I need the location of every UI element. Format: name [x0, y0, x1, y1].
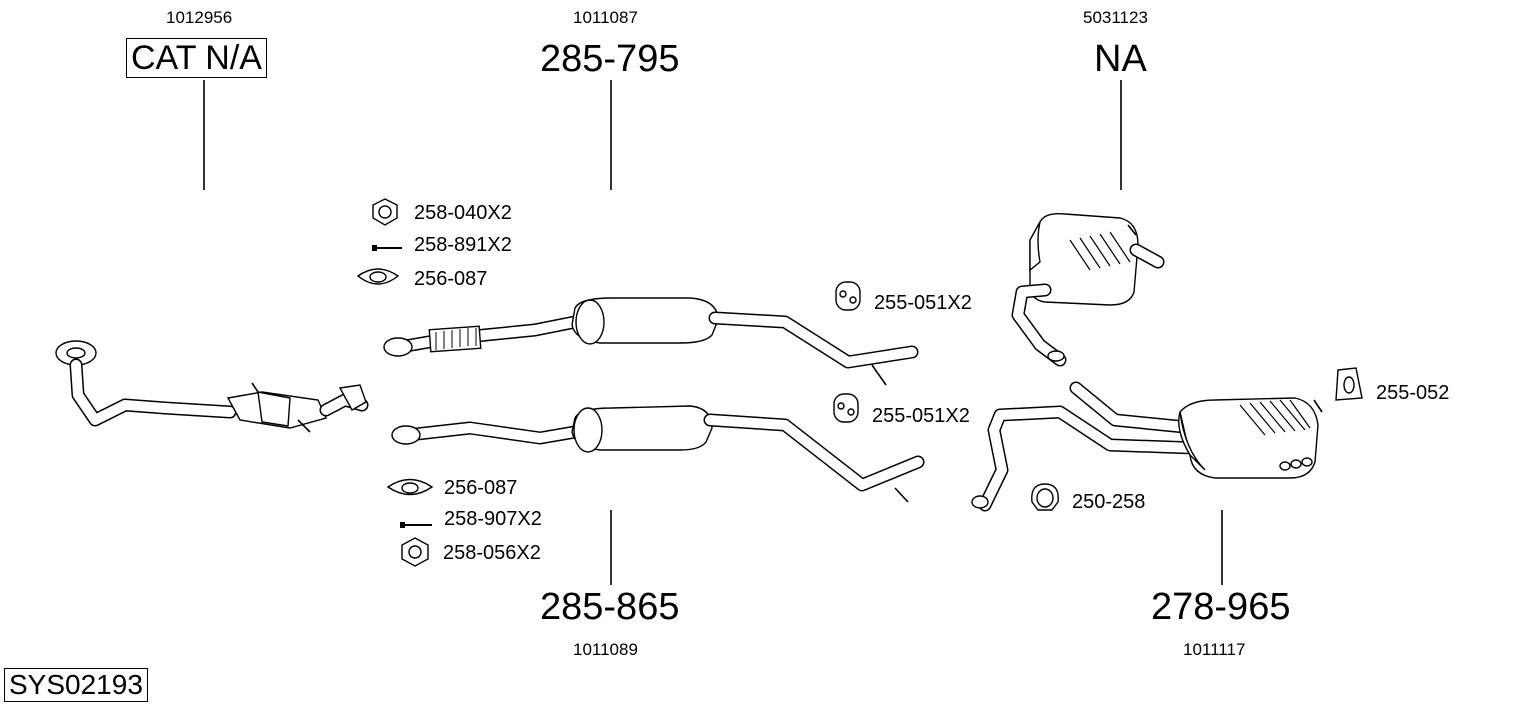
system-id-badge: SYS02193: [4, 668, 148, 702]
clamp-icon: [1031, 483, 1059, 511]
nut-upper-icon: [372, 198, 398, 226]
rubber-mount-icon: [1335, 367, 1363, 401]
ref-number-centre-upper: 1011087: [573, 8, 638, 27]
part-code-centre-lower[interactable]: 285-865: [540, 586, 680, 628]
ref-number-front-pipe: 1012956: [166, 8, 233, 27]
mount-a-icon: [835, 281, 861, 311]
fitting-label-gasket-lower[interactable]: 256-087: [444, 477, 518, 499]
fitting-label-bolt-lower[interactable]: 258-907X2: [444, 508, 542, 530]
rear-silencer-lower-drawing: [971, 381, 1323, 512]
rear-section-upper-drawing: [1011, 212, 1165, 367]
nut-lower-icon: [401, 537, 429, 567]
fitting-label-rubber-mount[interactable]: 255-052: [1376, 382, 1450, 404]
bolt-lower-icon: [400, 522, 432, 528]
mount-b-icon: [833, 393, 859, 423]
fitting-label-nut-upper[interactable]: 258-040X2: [414, 202, 512, 224]
centre-silencer-lower-drawing: [391, 405, 925, 503]
gasket-lower-icon: [386, 478, 434, 496]
fitting-label-gasket-upper[interactable]: 256-087: [414, 268, 488, 290]
ref-number-rear-lower: 1011117: [1183, 640, 1246, 659]
fitting-label-mount-b[interactable]: 255-051X2: [872, 405, 970, 427]
front-pipe-drawing: [55, 340, 369, 433]
fitting-label-mount-a[interactable]: 255-051X2: [874, 292, 972, 314]
part-code-rear-upper[interactable]: NA: [1094, 38, 1147, 80]
ref-number-centre-lower: 1011089: [573, 640, 638, 659]
part-code-front-pipe[interactable]: CAT N/A: [126, 38, 267, 78]
fitting-label-nut-lower[interactable]: 258-056X2: [443, 542, 541, 564]
fitting-label-bolt-upper[interactable]: 258-891X2: [414, 234, 512, 256]
fitting-label-clamp[interactable]: 250-258: [1072, 491, 1146, 513]
ref-number-rear-upper: 5031123: [1083, 8, 1148, 27]
gasket-upper-icon: [356, 268, 400, 285]
part-code-centre-upper[interactable]: 285-795: [540, 38, 680, 80]
centre-silencer-upper-drawing: [383, 297, 919, 386]
bolt-upper-icon: [372, 245, 402, 251]
part-code-rear-lower[interactable]: 278-965: [1151, 586, 1291, 628]
